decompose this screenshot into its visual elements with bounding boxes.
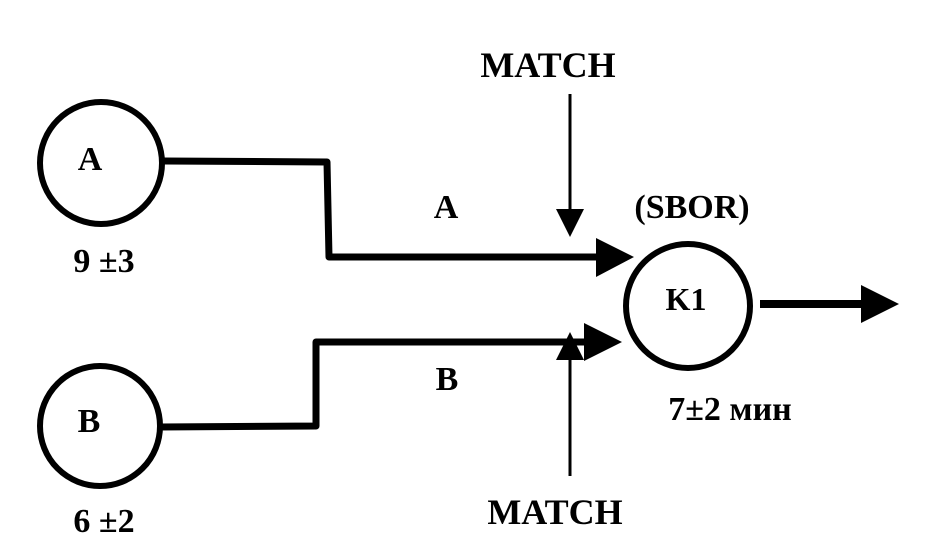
edge-b-line	[159, 338, 586, 431]
edge-b-label: B	[436, 361, 459, 398]
match-top-arrow	[556, 94, 584, 237]
node-b-time: 6 ±2	[73, 503, 134, 539]
match-top-arrowhead	[556, 209, 584, 237]
edge-a-arrowhead	[596, 238, 634, 277]
output-arrow	[760, 285, 899, 323]
node-a: A	[37, 99, 165, 227]
node-a-circle	[37, 99, 165, 227]
match-bottom-arrow	[556, 332, 584, 476]
edge-a-line	[163, 157, 598, 261]
node-k1-time: 7±2 мин	[668, 391, 792, 428]
node-k1: K1	[623, 241, 753, 371]
node-a-time: 9 ±3	[73, 243, 134, 280]
output-arrowhead	[861, 285, 899, 323]
edge-b-arrowhead	[584, 323, 622, 361]
match-top-label: MATCH	[480, 45, 615, 85]
node-b-label: B	[78, 403, 101, 440]
node-k1-label: K1	[666, 281, 707, 317]
node-a-label: A	[78, 141, 103, 178]
node-b: B	[37, 363, 163, 489]
node-k1-tag: (SBOR)	[634, 189, 749, 226]
match-bottom-arrowhead	[556, 332, 584, 360]
match-bottom-label: MATCH	[487, 492, 622, 532]
node-k1-circle	[623, 241, 753, 371]
edge-a-to-k1	[163, 157, 634, 277]
edge-b-to-k1	[159, 323, 622, 431]
edge-a-label: A	[434, 189, 459, 226]
